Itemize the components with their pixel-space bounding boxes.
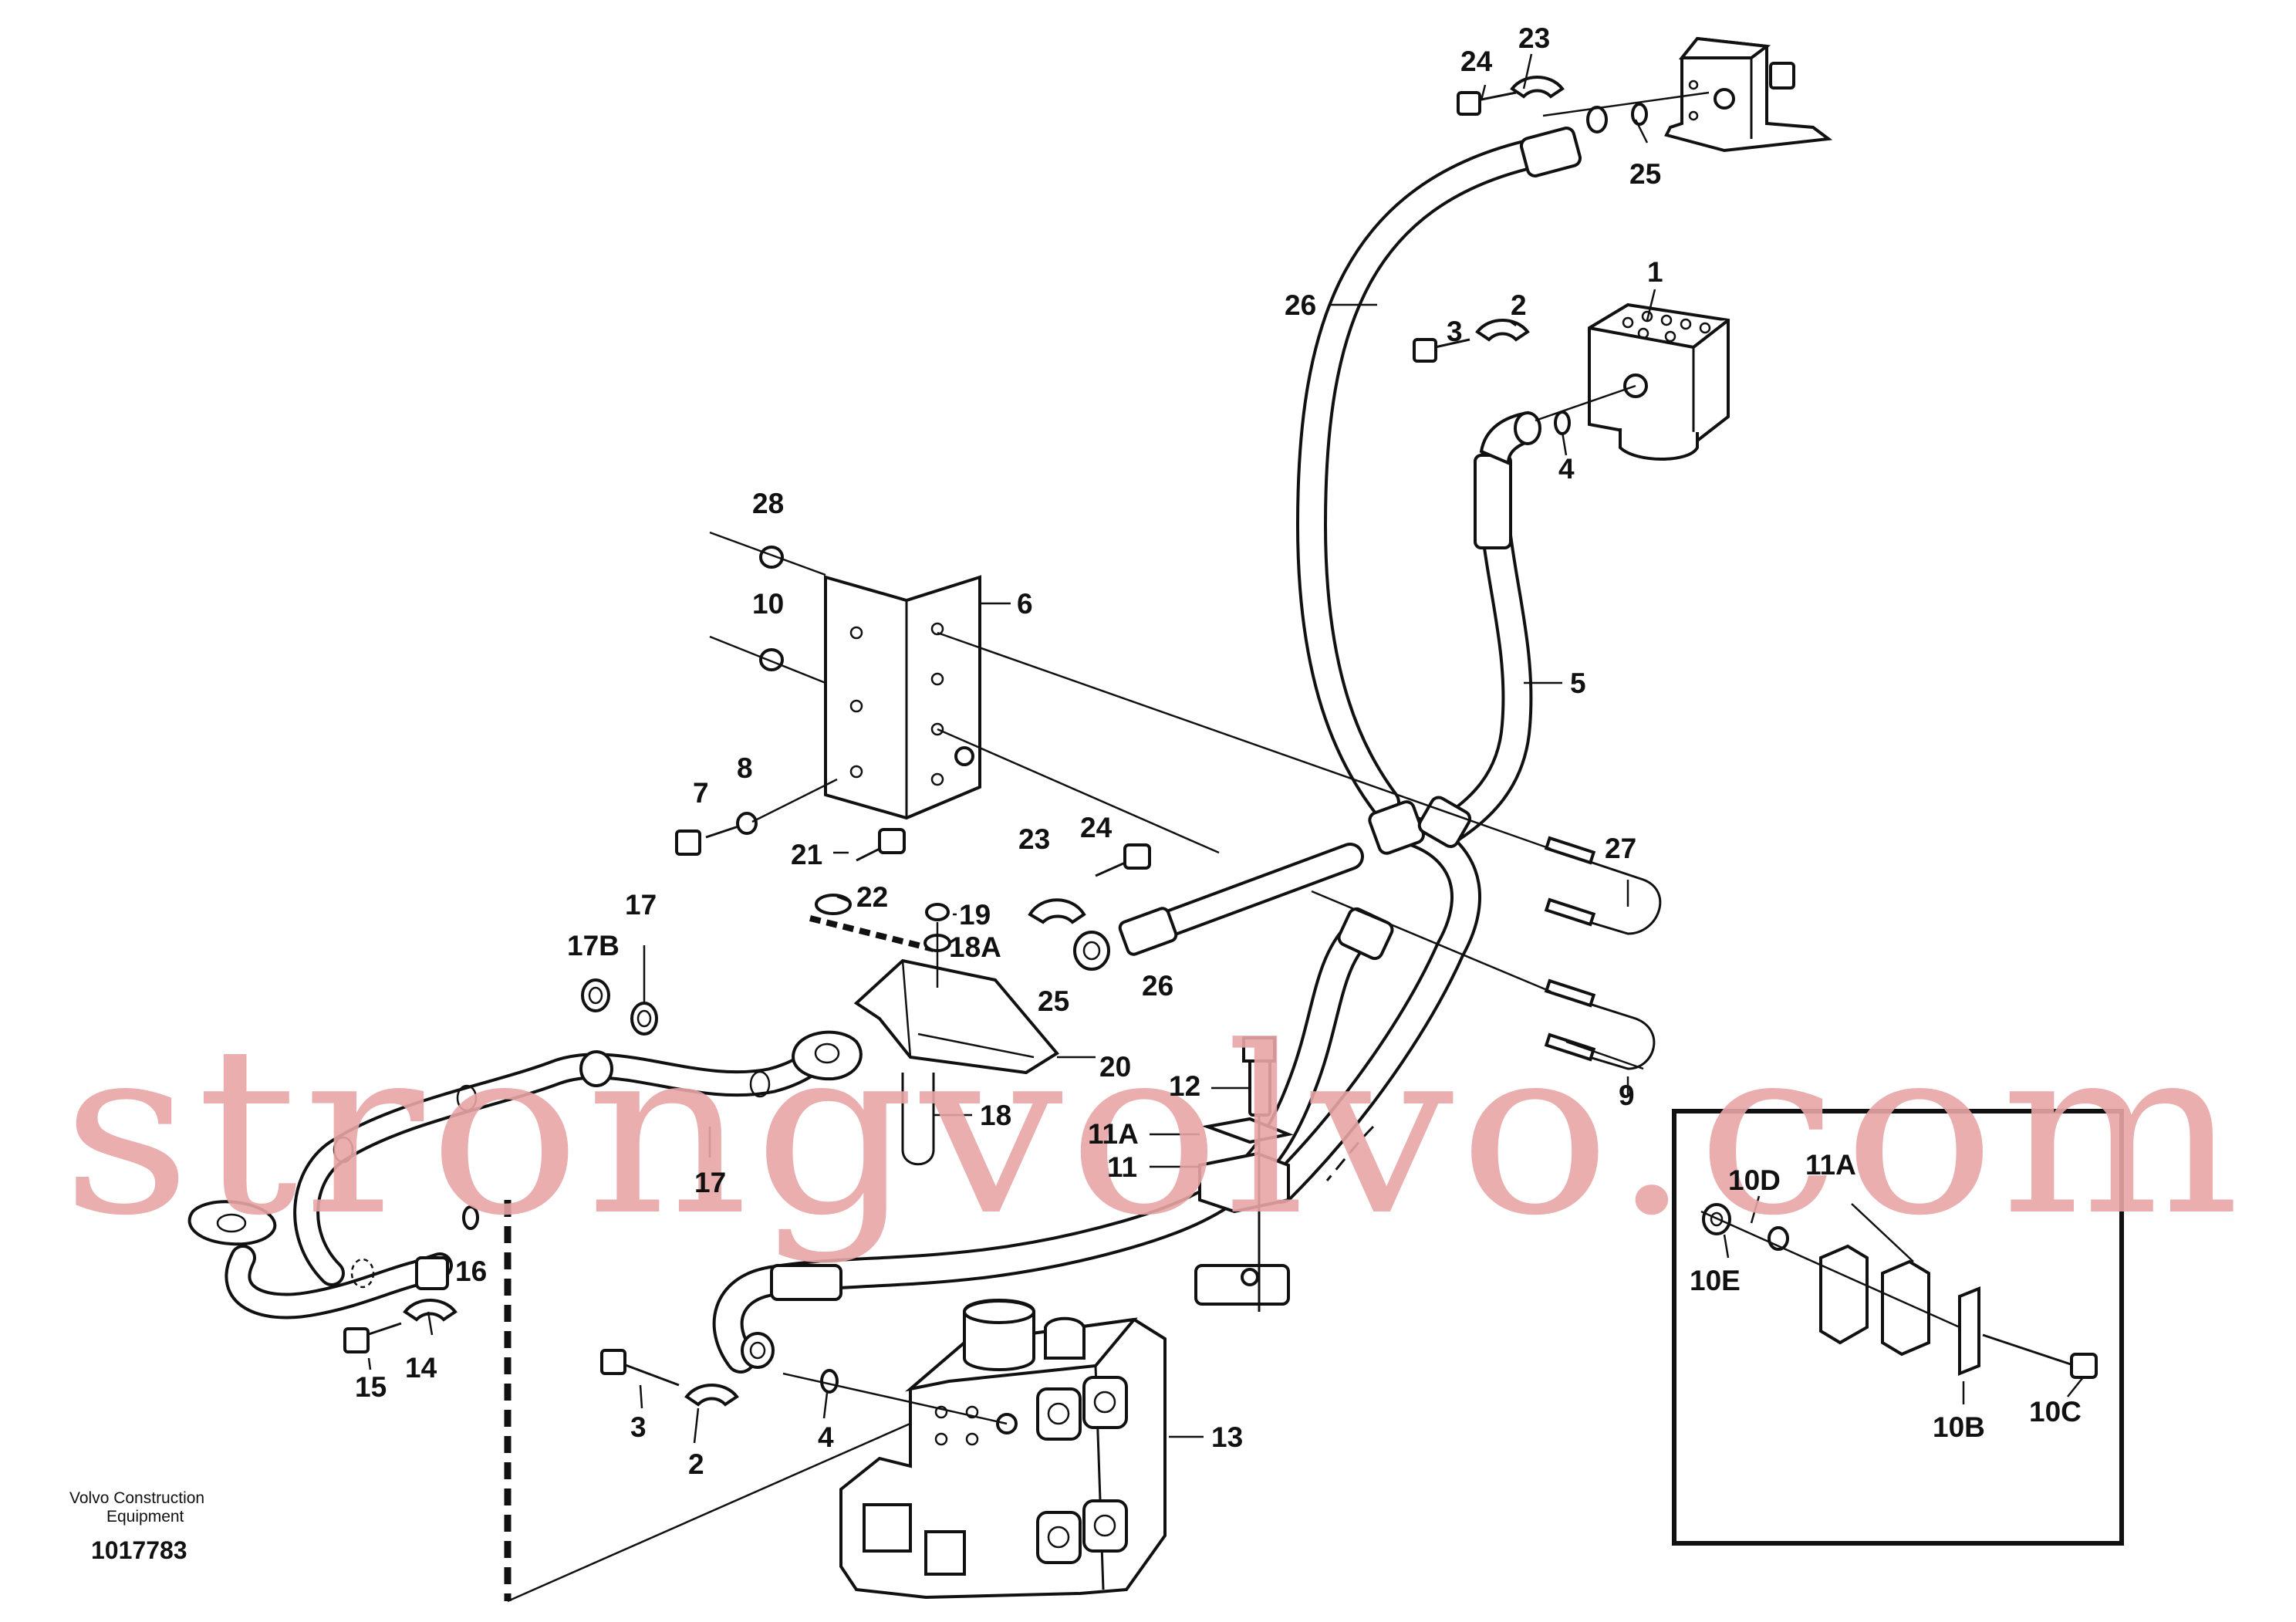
callout-4-low: 4	[818, 1421, 834, 1453]
callout-15: 15	[355, 1371, 387, 1403]
callout-12: 12	[1169, 1070, 1200, 1102]
company-caption-line1: Volvo Construction	[69, 1489, 204, 1507]
bracket-6	[824, 575, 981, 820]
hose-26-middle	[1073, 843, 1364, 971]
inset-callout-10c: 10C	[2029, 1396, 2082, 1428]
callout-20: 20	[1099, 1051, 1131, 1083]
callout-5: 5	[1570, 667, 1586, 699]
callout-27: 27	[1605, 833, 1636, 864]
callout-21: 21	[791, 839, 822, 870]
callout-3-top: 3	[1447, 316, 1463, 347]
callout-4-top: 4	[1558, 453, 1575, 485]
callout-9: 9	[1619, 1080, 1635, 1111]
callout-17b: 17B	[567, 930, 620, 961]
hose-5	[1427, 411, 1538, 849]
callout-24-top: 24	[1460, 46, 1493, 77]
callout-17: 17	[694, 1167, 726, 1198]
callout-7: 7	[693, 777, 709, 809]
assembly-lines	[782, 91, 1710, 1425]
company-caption-line2: Equipment	[106, 1508, 184, 1526]
inset-callout-10e: 10E	[1690, 1265, 1741, 1296]
inset-detail	[1672, 1109, 2124, 1546]
callout-25-mid: 25	[1038, 985, 1069, 1017]
dashed-route	[504, 915, 1375, 1603]
pipe-17	[187, 1002, 863, 1320]
watermark-text: strongvolvo.com	[62, 997, 2245, 1266]
inset-callout-10d: 10D	[1728, 1164, 1781, 1196]
callout-2-top: 2	[1511, 289, 1527, 321]
callout-13: 13	[1211, 1421, 1243, 1453]
control-valve-13	[839, 1299, 1167, 1600]
callout-25-top: 25	[1629, 158, 1661, 190]
callout-18: 18	[980, 1100, 1011, 1131]
callout-2-low: 2	[688, 1448, 704, 1480]
callout-24-mid: 24	[1080, 812, 1113, 843]
callout-16: 16	[455, 1255, 487, 1287]
callout-11: 11	[1107, 1151, 1137, 1183]
callout-11a: 11A	[1088, 1118, 1139, 1150]
fasteners	[343, 76, 1648, 1407]
callout-6: 6	[1017, 588, 1033, 620]
callout-23-top: 23	[1518, 22, 1550, 54]
clamp-11	[1194, 1036, 1294, 1312]
valve-block-1	[1588, 302, 1730, 461]
callout-18a: 18A	[949, 931, 1001, 963]
callout-leaders	[367, 53, 2084, 1444]
callout-3-low: 3	[630, 1411, 647, 1443]
callout-labels: 24 23 25 26 1 2 3 4 5 28 10 6 7 8 21 22 …	[69, 22, 2082, 1564]
callout-19: 19	[959, 899, 991, 931]
callout-17-top: 17	[625, 889, 657, 921]
inset-callout-10b: 10B	[1933, 1411, 1985, 1443]
callout-26-top: 26	[1285, 289, 1316, 321]
callout-10: 10	[752, 588, 784, 620]
callout-28: 28	[752, 488, 784, 519]
hose-26-upper	[1296, 127, 1582, 818]
mount-20	[853, 958, 1060, 1166]
callout-14: 14	[405, 1352, 437, 1384]
callout-22: 22	[856, 881, 888, 913]
callout-1: 1	[1647, 256, 1663, 288]
inset-callout-11a: 11A	[1805, 1149, 1856, 1181]
callout-23-mid: 23	[1018, 823, 1050, 855]
callout-8: 8	[737, 752, 753, 784]
drawing-number: 1017783	[91, 1536, 187, 1564]
callout-26-mid: 26	[1142, 970, 1173, 1002]
u-bolts-27	[1544, 836, 1662, 1070]
valve-block-top	[1664, 36, 1833, 153]
